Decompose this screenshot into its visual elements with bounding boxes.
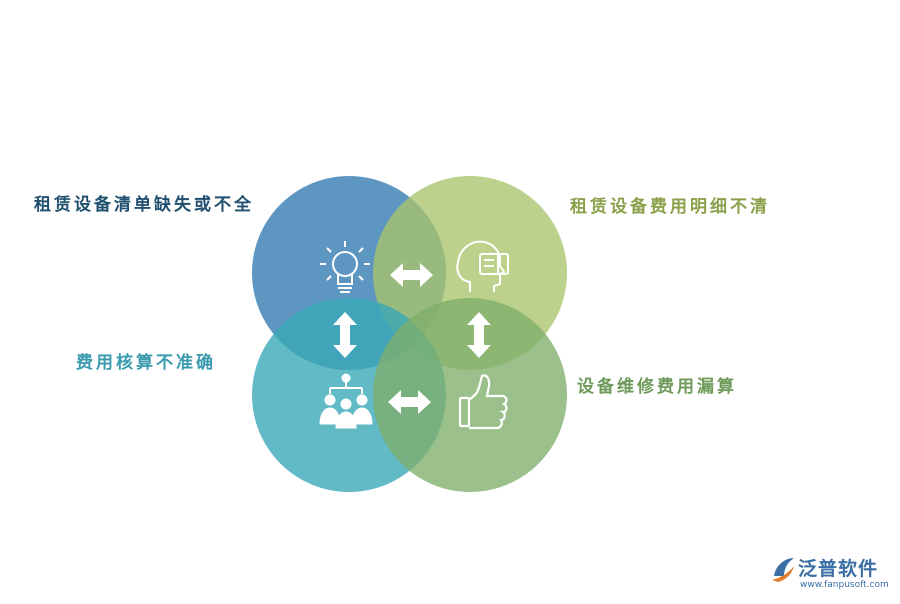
label-top-right: 租赁设备费用明细不清 <box>570 197 770 217</box>
circle-bottom-right <box>373 298 567 492</box>
brand-logo: 泛普软件 www.fanpusoft.com <box>770 552 895 596</box>
head-thumb-icon <box>456 240 509 292</box>
label-middle-left: 费用核算不准确 <box>76 353 216 373</box>
label-top-left: 租赁设备清单缺失或不全 <box>34 195 254 215</box>
brand-name: 泛普软件 <box>798 558 879 580</box>
brand-mark-icon <box>772 558 794 582</box>
brand-url: www.fanpusoft.com <box>800 580 889 590</box>
arrow-bottom-horizontal <box>388 390 431 414</box>
arrow-top-horizontal <box>390 263 433 287</box>
arrow-left-vertical <box>333 312 357 358</box>
arrow-right-vertical <box>467 312 491 358</box>
team-network-icon <box>319 373 373 429</box>
thumbs-up-icon <box>458 374 508 430</box>
label-middle-right: 设备维修费用漏算 <box>577 377 737 397</box>
lightbulb-icon <box>320 241 370 293</box>
